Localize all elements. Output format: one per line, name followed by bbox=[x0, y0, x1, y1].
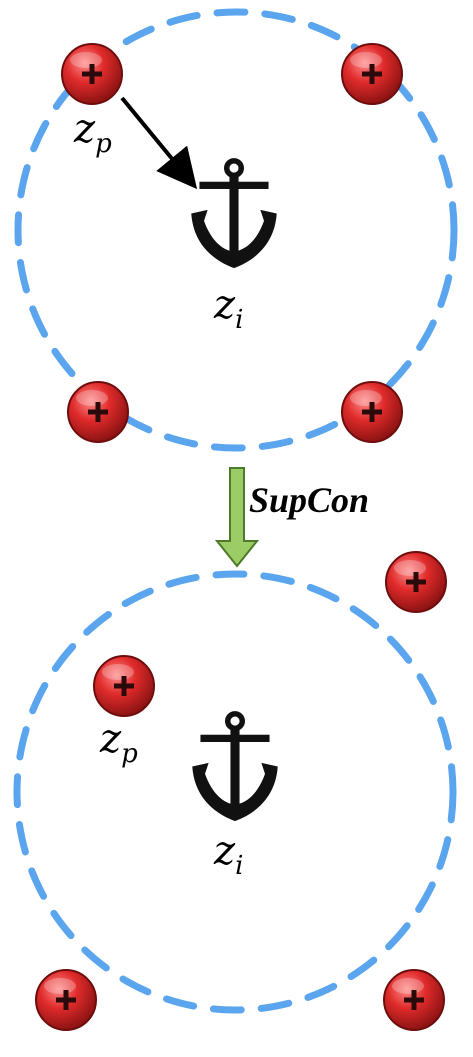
supcon-arrow bbox=[214, 467, 260, 568]
bottom-positive-3-icon bbox=[35, 969, 97, 1031]
bottom-anchor-icon bbox=[192, 714, 277, 821]
method-label: SupCon bbox=[249, 480, 369, 520]
bottom-positive-4-icon bbox=[383, 969, 445, 1031]
bottom-anchor-label: zi bbox=[213, 828, 243, 881]
top-positive-2-icon bbox=[341, 43, 403, 105]
bottom-positive-label: zp bbox=[99, 716, 138, 769]
top-boundary-circle bbox=[14, 8, 458, 452]
top-positive-3-icon bbox=[67, 381, 129, 443]
transition: SupCon bbox=[214, 467, 369, 568]
top-positive-label: zp bbox=[73, 106, 112, 159]
top-positive-1-icon bbox=[61, 43, 123, 105]
bottom-positive-1-icon bbox=[93, 655, 155, 717]
top-anchor-label: zi bbox=[213, 282, 243, 335]
attraction-arrow bbox=[120, 96, 198, 190]
bottom-panel: zp zi bbox=[13, 551, 457, 1031]
bottom-boundary-circle bbox=[13, 570, 457, 1014]
top-panel: zp zi bbox=[14, 8, 458, 452]
bottom-positive-2-icon bbox=[385, 551, 447, 613]
top-positive-4-icon bbox=[341, 381, 403, 443]
top-anchor-icon bbox=[191, 161, 276, 268]
